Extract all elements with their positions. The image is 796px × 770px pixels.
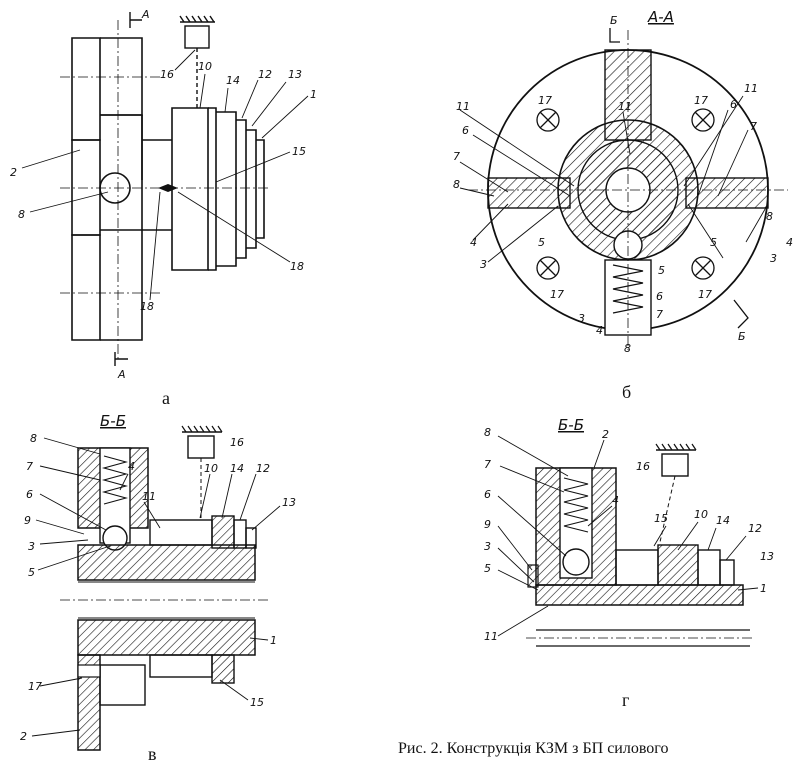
g-callout-13: 13: [760, 550, 774, 563]
panel-b-section-aa: Б А-А 17 17 11 11 11 6 6 7 7 8 8 4 4 5 5…: [398, 0, 796, 410]
b-callout-8-right: 8: [766, 210, 773, 223]
g-callout-5: 5: [484, 562, 491, 575]
callout-13: 13: [288, 68, 302, 81]
v-callout-13: 13: [282, 496, 296, 509]
b-callout-7-bottom: 7: [656, 308, 663, 321]
b-callout-4-bottom: 4: [596, 324, 603, 337]
g-callout-10: 10: [694, 508, 708, 521]
b-callout-5-left: 5: [538, 236, 545, 249]
callout-15: 15: [292, 145, 306, 158]
panel-v-label: в: [148, 744, 157, 764]
panel-v-section-bb: Б-Б 8 7 6 9 3 5 4 16 11 10 14 12 13 1 17…: [0, 410, 398, 770]
b-callout-7-left: 7: [453, 150, 460, 163]
v-callout-17: 17: [28, 680, 42, 693]
section-title-aa: А-А: [647, 8, 674, 26]
g-callout-9: 9: [484, 518, 491, 531]
g-callout-6: 6: [484, 488, 491, 501]
b-callout-11-right: 11: [744, 82, 758, 95]
section-mark-b-top: Б: [610, 14, 618, 27]
b-callout-6-bottom: 6: [656, 290, 663, 303]
g-callout-14: 14: [716, 514, 730, 527]
v-callout-5: 5: [28, 566, 35, 579]
panel-a-front-view: 2 8 16 10 14 12 13 1 15 18 18 А А а: [0, 0, 398, 410]
front-view-drawing: 2 8 16 10 14 12 13 1 15 18 18 А А: [10, 8, 317, 381]
section-title-bb-g: Б-Б: [558, 416, 584, 434]
v-callout-6: 6: [26, 488, 33, 501]
b-callout-6-left: 6: [462, 124, 469, 137]
callout-10: 10: [198, 60, 212, 73]
v-callout-14: 14: [230, 462, 244, 475]
v-callout-9: 9: [24, 514, 31, 527]
v-callout-12: 12: [256, 462, 270, 475]
g-callout-1: 1: [760, 582, 767, 595]
b-callout-5-right: 5: [710, 236, 717, 249]
b-callout-8-bottom: 8: [624, 342, 631, 355]
b-callout-4-left: 4: [470, 236, 477, 249]
g-callout-8: 8: [484, 426, 491, 439]
v-callout-7: 7: [26, 460, 33, 473]
v-callout-8: 8: [30, 432, 37, 445]
panel-g-label: г: [622, 690, 630, 710]
g-callout-12: 12: [748, 522, 762, 535]
g-callout-15: 15: [654, 512, 668, 525]
b-callout-17-br: 17: [698, 288, 712, 301]
callout-18-bottom: 18: [140, 300, 154, 313]
callout-16: 16: [160, 68, 174, 81]
v-callout-4: 4: [128, 460, 135, 473]
v-callout-2: 2: [20, 730, 27, 743]
b-callout-11-left: 11: [456, 100, 470, 113]
figure-caption: Рис. 2. Конструкція КЗМ з БП силового: [398, 740, 669, 757]
b-callout-8-left: 8: [453, 178, 460, 191]
b-callout-5-bottom: 5: [658, 264, 665, 277]
b-callout-3-right: 3: [770, 252, 777, 265]
section-mark-top: А: [141, 8, 150, 21]
section-bb-drawing-g: Б-Б 8 2 7 6 9 3 5 11 4 16 15 10 14 12 13…: [484, 416, 774, 647]
b-callout-6-right: 6: [730, 98, 737, 111]
g-callout-3: 3: [484, 540, 491, 553]
callout-18-right: 18: [290, 260, 304, 273]
b-callout-17-bl: 17: [550, 288, 564, 301]
callout-8: 8: [18, 208, 25, 221]
panel-b-label: б: [622, 382, 632, 402]
callout-14: 14: [226, 74, 240, 87]
section-bb-drawing-v: Б-Б 8 7 6 9 3 5 4 16 11 10 14 12 13 1 17…: [20, 412, 296, 751]
v-callout-16: 16: [230, 436, 244, 449]
b-callout-11-mid: 11: [618, 100, 632, 113]
section-mark-b-bottom: Б: [738, 330, 746, 343]
b-callout-17-tr: 17: [694, 94, 708, 107]
g-callout-4: 4: [612, 494, 619, 507]
v-callout-10: 10: [204, 462, 218, 475]
callout-12: 12: [258, 68, 272, 81]
v-callout-3: 3: [28, 540, 35, 553]
callout-2: 2: [10, 166, 17, 179]
section-aa-drawing: Б А-А 17 17 11 11 11 6 6 7 7 8 8 4 4 5 5…: [453, 8, 793, 355]
panel-a-label: а: [162, 388, 170, 408]
callout-1: 1: [310, 88, 317, 101]
g-callout-7: 7: [484, 458, 491, 471]
b-callout-17-tl: 17: [538, 94, 552, 107]
panel-g-section-bb: Б-Б 8 2 7 6 9 3 5 11 4 16 15 10 14 12 13…: [398, 410, 796, 740]
v-callout-11: 11: [142, 490, 156, 503]
g-callout-16: 16: [636, 460, 650, 473]
v-callout-15: 15: [250, 696, 264, 709]
b-callout-4-right: 4: [786, 236, 793, 249]
section-title-bb-v: Б-Б: [100, 412, 126, 430]
b-callout-7-right: 7: [750, 120, 757, 133]
section-mark-bottom: А: [117, 368, 126, 381]
b-callout-3-left: 3: [480, 258, 487, 271]
g-callout-2: 2: [602, 428, 609, 441]
g-callout-11: 11: [484, 630, 498, 643]
b-callout-3-bottom: 3: [578, 312, 585, 325]
v-callout-1: 1: [270, 634, 277, 647]
